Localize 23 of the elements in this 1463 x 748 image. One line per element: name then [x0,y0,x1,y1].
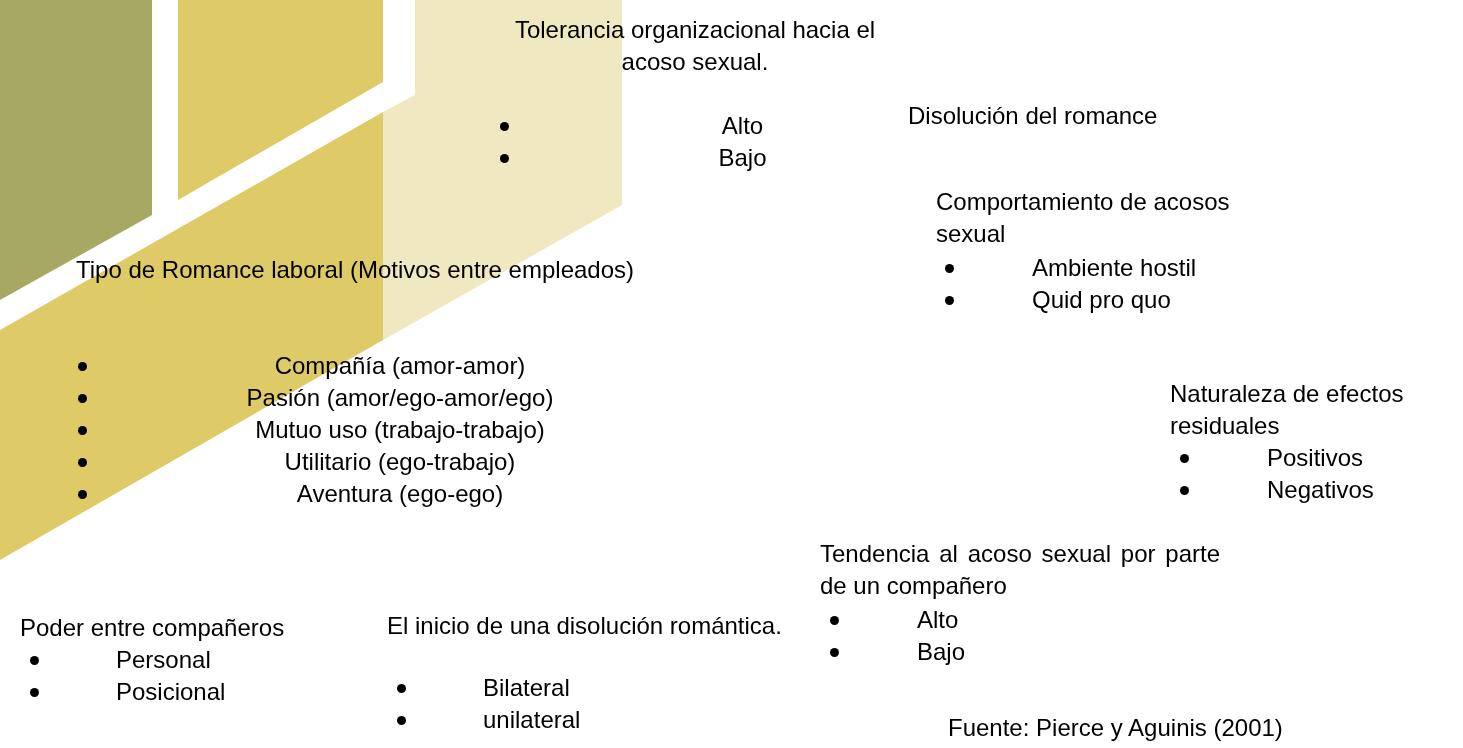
label-text: Bajo [917,637,967,667]
label-text: unilateral [483,705,582,735]
label-text: Poder entre compañeros [20,613,286,643]
label-text: Mutuo uso (trabajo-trabajo) [254,415,546,445]
label-text: Posicional [116,677,227,707]
label-text: Bilateral [483,673,571,703]
label-text: Aventura (ego-ego) [295,479,505,509]
label-text: Disolución del romance [908,101,1159,131]
label-text: Tendencia al acoso sexual por parte de un compañero [820,539,1220,601]
label-text: Alto [720,111,765,141]
label-text: Utilitario (ego-trabajo) [283,447,517,477]
label-text: Quid pro quo [1032,285,1172,315]
label-text: El inicio de una disolución romántica. [387,611,783,641]
label-text: Ambiente hostil [1032,253,1198,283]
label-text: Alto [917,605,960,635]
source-caption: Fuente: Pierce y Aguinis (2001) [948,713,1283,743]
label-text: Comportamiento de acosos sexual [936,187,1231,249]
label-text: Negativos [1267,475,1375,505]
label-text: Tolerancia organizacional hacia el acoso sexual. [513,15,877,77]
label-text: Naturaleza de efectos residuales [1170,379,1405,441]
label-text: Bajo [717,143,768,173]
label-text: Positivos [1267,443,1365,473]
label-text: Personal [116,645,212,675]
